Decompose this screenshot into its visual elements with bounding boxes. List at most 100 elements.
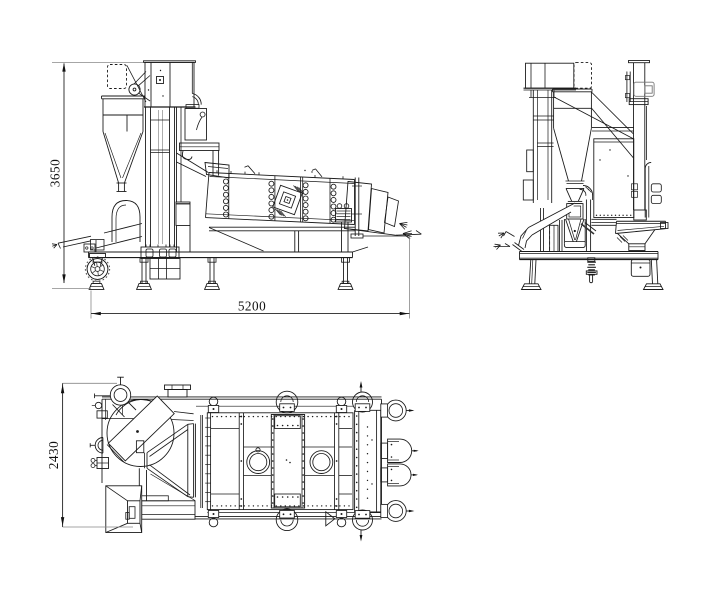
plan-body-outline [167, 389, 188, 398]
plan-outlets [413, 473, 418, 476]
dimension-length [91, 311, 101, 316]
plan-outlets [390, 443, 393, 446]
discharge-chutes [402, 230, 412, 234]
plan-feed-funnel [149, 429, 189, 457]
dust-discharge-chute [62, 240, 92, 248]
plan-center-panel [271, 502, 274, 504]
plan-discharge-section [366, 479, 369, 482]
plan-handholes [249, 453, 268, 472]
cyclone-separator [102, 131, 120, 184]
plan-discharge-section [355, 423, 358, 426]
drive-pulley [133, 71, 147, 85]
discharge-chutes [368, 187, 389, 234]
deck-edge-ticks [311, 171, 313, 173]
plan-rivet-rows [334, 505, 337, 507]
plan-stiffeners [335, 498, 338, 500]
end-feeder [616, 237, 623, 243]
plan-discharge-section [355, 498, 358, 500]
plan-left-fittings [97, 439, 104, 451]
plan-hopper [125, 512, 130, 520]
plan-discharge-section [366, 435, 369, 437]
elevator-head-box [156, 76, 164, 84]
end-discharge-tray [615, 228, 666, 234]
end-motor-box [639, 266, 642, 269]
plan-spring-mounts [289, 513, 292, 516]
end-braces [591, 107, 634, 159]
plan-rivet-rows [230, 505, 232, 507]
plan-discharge-section [371, 483, 373, 485]
plan-fan-and-duct [136, 430, 139, 433]
plan-outlets [380, 467, 389, 483]
plan-rivet-rows [289, 505, 291, 507]
vibrator-mount-plate [293, 185, 299, 192]
plan-corner-clamps [340, 513, 343, 515]
plan-center-panel [302, 474, 305, 476]
plan-corner-clamps [340, 408, 343, 410]
plan-feed-funnel [149, 464, 191, 496]
plan-discharge-section [355, 481, 358, 484]
plan-spring-mounts [282, 513, 285, 516]
end-body-box [595, 214, 598, 216]
end-discharge-duct [531, 211, 572, 236]
plan-rivet-rows [293, 415, 296, 418]
plan-rivet-rows [275, 505, 277, 507]
end-discharge-duct [503, 231, 507, 237]
plan-rivet-rows [243, 415, 245, 418]
plan-rivet-rows [316, 505, 318, 507]
deck-bolt-seams [330, 196, 337, 203]
plan-center-panel [302, 453, 305, 455]
plan-fan-and-duct [106, 444, 125, 463]
end-tray-hopper [617, 233, 630, 245]
end-legs [531, 259, 534, 284]
base-frame [83, 243, 96, 253]
discharge-chutes [384, 196, 399, 228]
base-frame [85, 246, 89, 250]
plan-outlets [387, 438, 413, 463]
plan-center-panel [271, 425, 274, 427]
end-legs [642, 283, 664, 290]
deck-inlet-shoe [207, 166, 229, 169]
base-frame [139, 257, 149, 263]
plan-discharge-section [366, 444, 369, 446]
plan-center-panel [292, 496, 294, 498]
dust-discharge-chute [90, 239, 105, 251]
end-discharge-tray [615, 221, 617, 234]
plan-elbow-flange [113, 388, 128, 402]
plan-center-panel [286, 424, 289, 427]
plan-rivet-rows [298, 505, 300, 507]
plan-rivet-rows [311, 505, 314, 507]
plan-outlets [380, 503, 389, 519]
plan-rivet-rows [348, 505, 350, 507]
vibrator-mount-plate [298, 187, 304, 194]
plan-outlets [390, 479, 393, 482]
vibrator-mount-plate [283, 195, 292, 205]
plan-stiffeners [335, 460, 338, 462]
deck-bolt-seams [302, 202, 309, 209]
plan-rivet-rows [302, 505, 305, 507]
plan-discharge-section [355, 456, 358, 459]
end-discharge-tray [580, 223, 595, 235]
plan-spring-mounts [352, 509, 373, 531]
end-body-box [614, 214, 617, 216]
elevator-boot [140, 246, 180, 259]
end-discharge-duct [522, 229, 527, 239]
plan-corner-clamps [212, 408, 215, 410]
base-frame [90, 246, 94, 250]
plan-handholes [246, 450, 271, 474]
drive-pulley [132, 87, 137, 92]
plan-rivet-rows [220, 415, 223, 418]
plan-center-panel [271, 453, 274, 455]
end-braces [591, 91, 634, 135]
end-service-panel [573, 62, 592, 89]
base-frame [352, 246, 369, 253]
dimension-width-label: 2430 [46, 441, 61, 469]
plan-rivet-rows [325, 415, 327, 418]
plan-center-panel [289, 461, 291, 464]
feed-chute [176, 152, 209, 173]
deck-bolt-seams [268, 180, 275, 187]
plan-center-pins [359, 381, 363, 388]
plan-discharge-section [355, 489, 358, 492]
plan-rivet-rows [280, 505, 282, 507]
plan-duct-connectors [173, 411, 194, 415]
plan-center-panel [302, 425, 305, 427]
